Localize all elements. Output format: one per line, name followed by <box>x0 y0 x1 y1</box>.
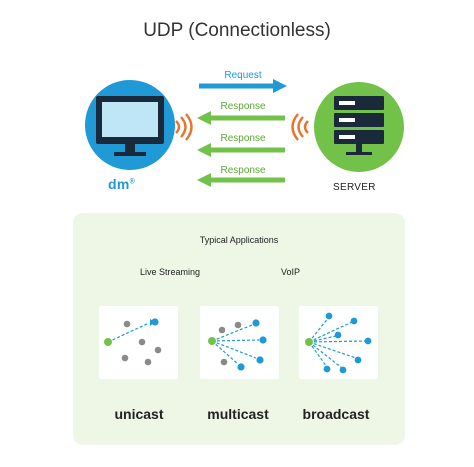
message-label-response-1: Response <box>220 101 266 112</box>
mode-label-multicast: multicast <box>207 406 269 422</box>
diagram-title: UDP (Connectionless) <box>143 20 331 41</box>
unicast-card <box>99 306 178 379</box>
response-arrow-3 <box>197 173 285 187</box>
message-label-request: Request <box>224 70 262 81</box>
broadcast-card <box>299 306 378 379</box>
message-label-response-3: Response <box>220 165 266 176</box>
response-arrow-2 <box>197 143 285 157</box>
response-arrow-1 <box>197 111 285 125</box>
client-circle <box>85 80 175 170</box>
monitor-icon <box>96 96 164 156</box>
application-live-streaming: Live Streaming <box>140 267 201 277</box>
dm-logo: dm® <box>108 176 136 192</box>
server-rack-icon <box>334 96 384 155</box>
server-label: SERVER <box>333 182 376 193</box>
multicast-card <box>200 306 279 379</box>
broadcast-diagram <box>305 312 372 374</box>
mode-label-broadcast: broadcast <box>302 406 370 422</box>
multicast-diagram <box>208 319 267 371</box>
applications-title: Typical Applications <box>199 235 279 245</box>
client-signal-icon <box>175 113 193 141</box>
server-signal-icon <box>291 113 309 141</box>
mode-label-unicast: unicast <box>114 406 164 422</box>
request-arrow <box>199 79 287 93</box>
message-label-response-2: Response <box>220 133 266 144</box>
server-circle <box>314 82 404 172</box>
application-voip: VoIP <box>281 267 301 277</box>
unicast-diagram <box>104 318 162 366</box>
